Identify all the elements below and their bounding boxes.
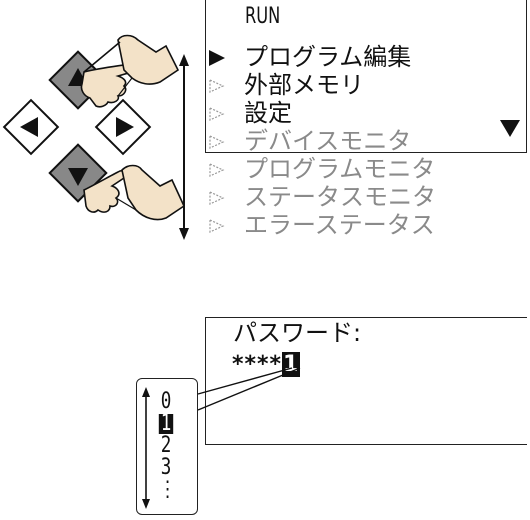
direction-keypad <box>2 34 189 240</box>
menu-item: エラーステータス <box>208 210 435 240</box>
pointing-hand-icon <box>83 164 186 221</box>
menu-item-label: プログラム編集 <box>244 43 412 71</box>
outline-triangle-icon <box>208 154 244 184</box>
outline-triangle-icon <box>208 210 244 240</box>
down-triangle-icon <box>500 120 520 137</box>
menu-item-label: エラーステータス <box>244 211 435 239</box>
menu-item-label: デバイスモニタ <box>244 127 412 155</box>
menu-item-label: ステータスモニタ <box>244 183 436 211</box>
scroll-arrow-icon <box>179 54 189 240</box>
menu-item: プログラムモニタ <box>208 154 435 184</box>
menu-item-label: プログラムモニタ <box>244 155 436 183</box>
menu-item[interactable]: 設定 <box>208 98 292 128</box>
outline-triangle-icon <box>208 182 244 212</box>
pointing-hand-icon <box>80 34 180 108</box>
run-status: RUN <box>245 4 281 29</box>
password-label: パスワード: <box>233 319 362 347</box>
password-screen <box>205 317 527 445</box>
menu-item: デバイスモニタ <box>208 126 411 156</box>
menu-item[interactable]: プログラム編集 <box>208 42 411 72</box>
menu-screen <box>205 0 527 153</box>
digit-option[interactable]: ⋮ <box>158 477 177 502</box>
outline-triangle-icon <box>208 98 244 128</box>
outline-triangle-icon <box>208 70 244 100</box>
selection-triangle-icon <box>208 42 244 72</box>
menu-item-label: 設定 <box>244 99 292 127</box>
digit-option[interactable]: 1 <box>158 411 174 436</box>
menu-item-label: 外部メモリ <box>244 71 364 99</box>
left-button[interactable] <box>2 98 60 156</box>
menu-item: ステータスモニタ <box>208 182 436 212</box>
outline-triangle-icon <box>208 126 244 156</box>
menu-item[interactable]: 外部メモリ <box>208 70 364 100</box>
digit-option[interactable]: 3 <box>160 455 172 480</box>
picker-scroll-arrow-icon <box>142 387 150 509</box>
digit-option[interactable]: 2 <box>160 433 172 458</box>
right-button[interactable] <box>94 98 152 156</box>
digit-option[interactable]: 0 <box>160 389 172 414</box>
